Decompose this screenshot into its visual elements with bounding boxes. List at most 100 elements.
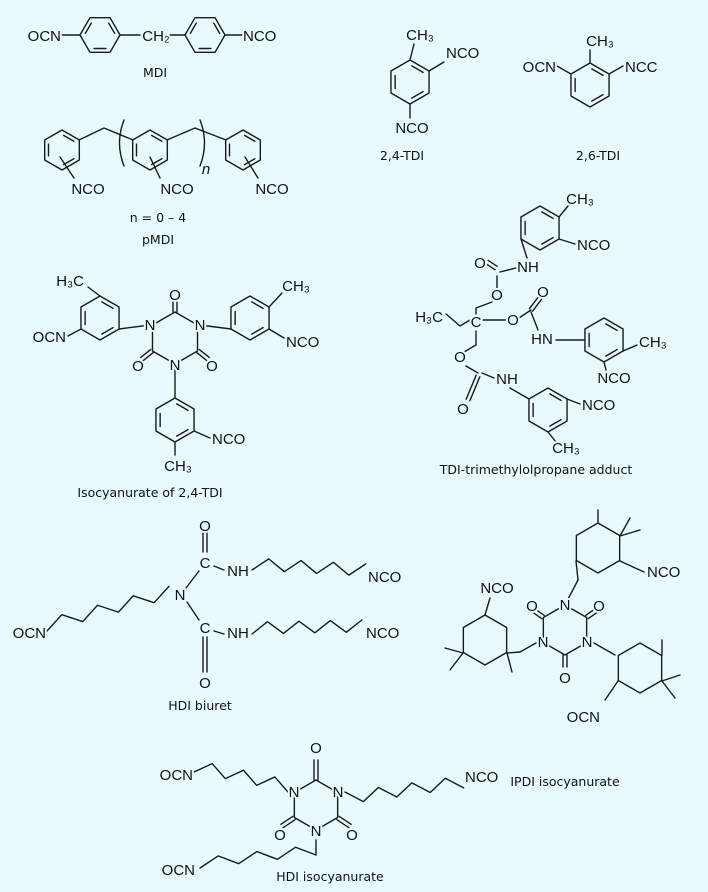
bond — [533, 607, 545, 617]
atom-label: O — [132, 358, 144, 375]
caption-hdi-isocyanurate: HDI isocyanurate — [276, 869, 384, 884]
atom-label: C — [200, 555, 211, 572]
bond — [251, 301, 264, 310]
bond — [176, 403, 189, 412]
atom-label: O — [199, 518, 211, 535]
bond — [199, 324, 232, 330]
bond-chain — [251, 558, 367, 576]
atom-label: C — [471, 314, 482, 331]
bond — [140, 348, 152, 359]
bond — [87, 286, 101, 297]
bond — [566, 398, 581, 405]
bond — [605, 323, 618, 332]
bond — [591, 68, 604, 77]
triazine-ring — [542, 604, 588, 656]
bond — [506, 651, 521, 654]
bond — [336, 818, 350, 829]
atom-label: NCO — [597, 370, 630, 387]
atom-label: N — [311, 823, 322, 840]
bond — [661, 680, 676, 699]
atom-label: n — [202, 161, 210, 178]
bond — [118, 324, 151, 330]
atom-label: NCO — [446, 45, 479, 62]
atom-label: NCC — [625, 59, 658, 76]
bond — [268, 292, 283, 308]
bond — [518, 309, 532, 319]
triazine-ring — [293, 779, 339, 831]
atom-label: O — [593, 598, 605, 615]
atom-label: NH — [227, 563, 249, 580]
bond — [603, 361, 607, 371]
atom-label: NCO — [577, 237, 610, 254]
bond-chain — [475, 301, 493, 315]
benzene-ring — [131, 129, 169, 171]
bond — [605, 348, 618, 357]
bond — [150, 134, 163, 142]
atom-label: N — [560, 597, 571, 614]
bond — [268, 328, 285, 339]
benzene-ring — [155, 397, 195, 443]
bond-chain — [193, 762, 289, 793]
caption-pmdi: pMDI — [142, 232, 174, 247]
bond — [481, 372, 495, 379]
bond — [186, 601, 200, 621]
bond — [541, 211, 554, 220]
bond — [62, 134, 75, 142]
bond — [198, 348, 210, 359]
benzene-ring — [79, 16, 121, 54]
bond — [84, 22, 92, 35]
bond — [213, 22, 221, 35]
caption-2-6-tdi: 2,6-TDI — [576, 148, 620, 163]
atom-label: H₃C — [415, 309, 443, 326]
bond — [196, 351, 208, 362]
atom-label: CH₃ — [586, 33, 614, 50]
atom-label: OCN — [162, 862, 195, 879]
bond — [531, 298, 543, 312]
bond — [619, 560, 645, 573]
bond — [531, 610, 543, 620]
bond — [556, 65, 572, 75]
atom-label: CH₂ — [142, 28, 170, 45]
bond-chain — [78, 127, 134, 141]
bond — [185, 570, 200, 589]
bond — [591, 93, 604, 102]
atom-label: N — [333, 784, 344, 801]
bond — [509, 387, 530, 400]
bond-chain — [463, 330, 477, 353]
benzene-ring — [80, 295, 120, 341]
bond — [244, 156, 259, 179]
atom-label: O — [199, 675, 211, 692]
bond — [411, 65, 424, 74]
bond — [558, 205, 569, 218]
atom-label: NCO — [286, 334, 319, 351]
atom-label: O — [169, 287, 181, 304]
bond — [62, 158, 75, 166]
benzene-ring — [570, 62, 610, 108]
atom-label: N — [145, 317, 156, 334]
atom-label: OCN — [523, 59, 556, 76]
atom-label: O — [537, 284, 549, 301]
bond — [101, 301, 114, 310]
atom-label: OCN — [13, 625, 46, 642]
atom-label: NCO — [160, 181, 193, 198]
bond — [604, 680, 619, 701]
atom-label: NCO — [212, 431, 245, 448]
bond — [193, 430, 211, 439]
bond-chain — [46, 585, 170, 632]
bond — [484, 597, 491, 616]
benzene-ring — [390, 59, 430, 105]
atom-label: NH — [227, 625, 249, 642]
atom-label: O — [526, 598, 538, 615]
bond — [428, 61, 445, 72]
atom-label: H₃C — [56, 273, 84, 290]
caption-hdi-biuret: HDI biuret — [168, 698, 232, 713]
atom-label: N — [582, 634, 593, 651]
bond — [519, 642, 537, 653]
bond — [549, 418, 562, 427]
bond — [149, 156, 161, 179]
atom-label: OCN — [567, 709, 600, 726]
benzene-ring — [43, 129, 81, 171]
atom-label: N — [195, 317, 206, 334]
